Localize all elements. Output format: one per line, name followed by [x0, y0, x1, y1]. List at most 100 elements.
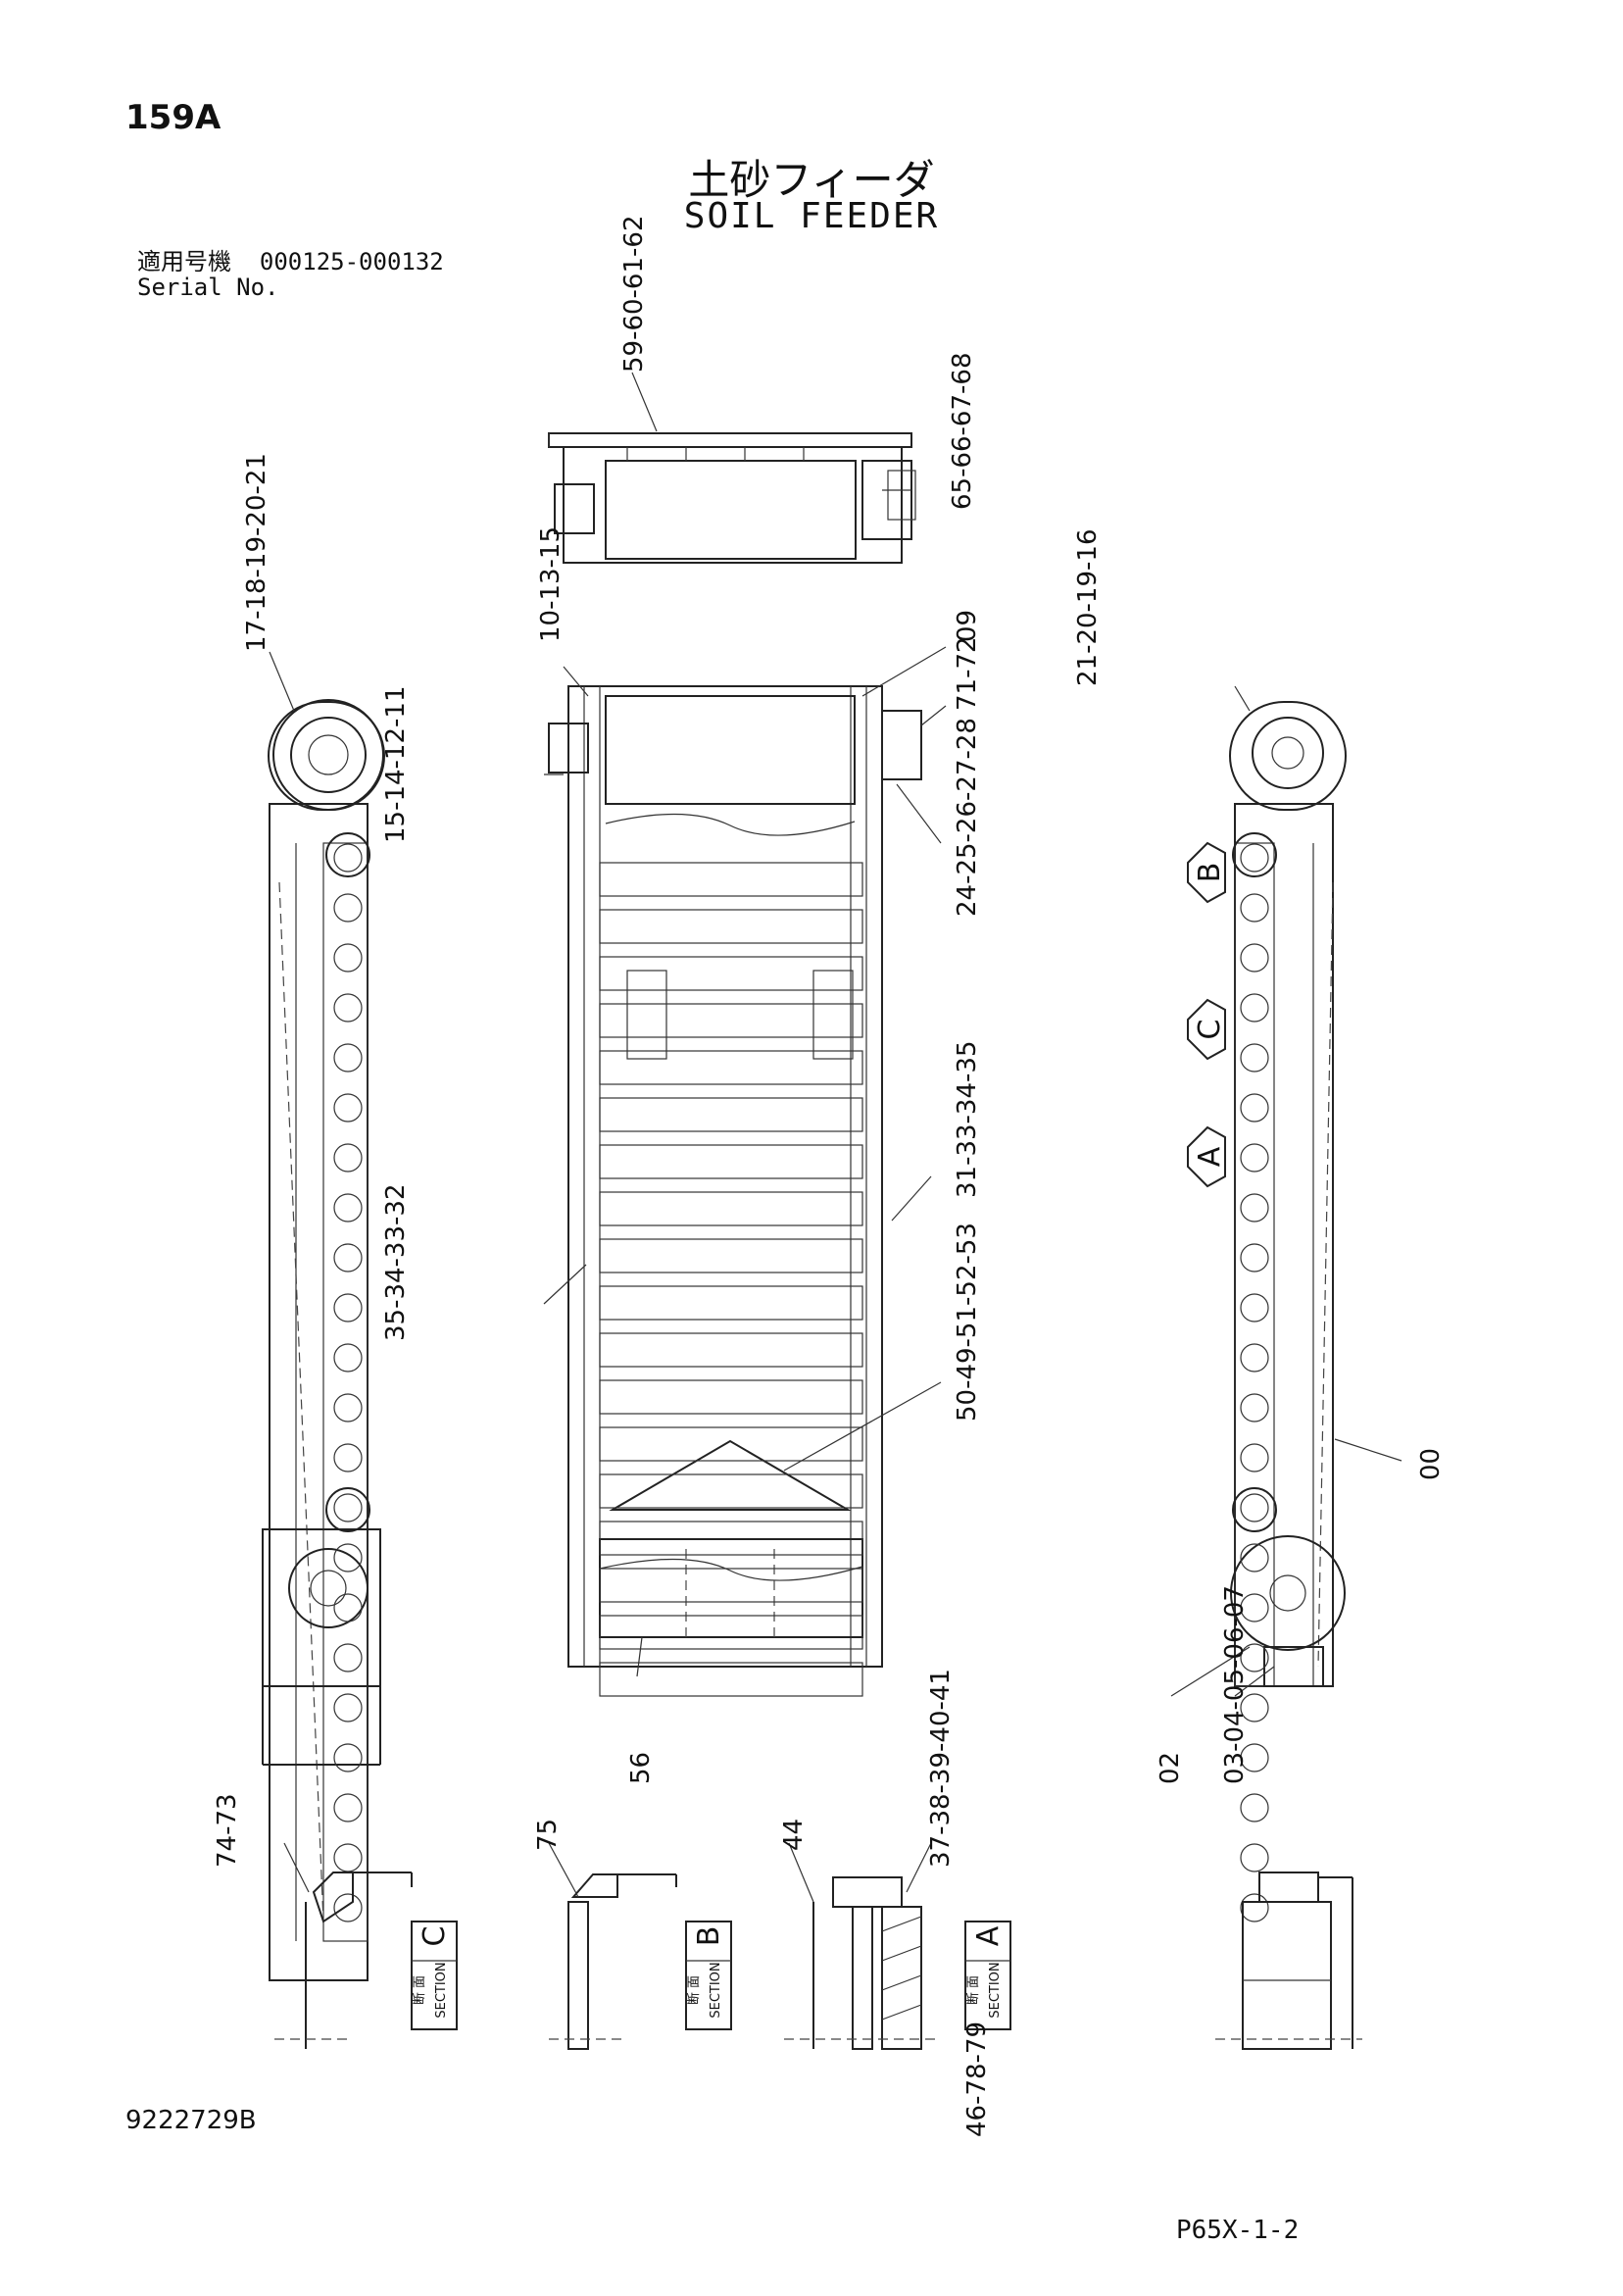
- chain-roller: [333, 843, 363, 873]
- chain-sprocket: [1232, 1487, 1277, 1532]
- chain-roller: [333, 1743, 363, 1772]
- page-code: P65X-1-2: [1176, 2216, 1300, 2245]
- chain-roller: [333, 1443, 363, 1472]
- chain-roller: [1240, 893, 1269, 923]
- serial-range: 000125-000132: [259, 248, 444, 275]
- chain-roller: [1240, 1443, 1269, 1472]
- section-marker-b: [1187, 841, 1226, 904]
- chain-sprocket: [325, 832, 370, 877]
- page-number: 159A: [125, 98, 221, 137]
- chain-roller: [1240, 1843, 1269, 1872]
- callout-left-top: 17-18-19-20-21: [242, 453, 271, 652]
- section-b-jp: 断 面: [687, 1975, 702, 2005]
- chain-roller: [1240, 1643, 1269, 1672]
- section-c-en: SECTION: [434, 1962, 449, 2018]
- callout-right-00: 00: [1416, 1448, 1446, 1480]
- carrier-roller: [599, 1144, 863, 1179]
- callout-center-50: 50-49-51-52-53: [953, 1223, 982, 1422]
- callout-left-mid: 15-14-12-11: [381, 686, 411, 843]
- section-c-letter: C: [418, 1926, 452, 1947]
- carrier-roller: [599, 1332, 863, 1368]
- callout-section-a-top: 37-38-39-40-41: [926, 1669, 956, 1868]
- section-a-en: SECTION: [988, 1962, 1003, 2018]
- chain-roller: [333, 1143, 363, 1173]
- marker-a-letter: A: [1193, 1146, 1227, 1167]
- carrier-roller: [599, 1285, 863, 1321]
- chain-roller: [1240, 1593, 1269, 1622]
- section-c-jp: 断 面: [413, 1975, 427, 2005]
- chain-roller: [1240, 943, 1269, 973]
- callout-top-view-b: 65-66-67-68: [948, 353, 977, 510]
- chain-roller: [1240, 1393, 1269, 1423]
- callout-left-low: 35-34-33-32: [381, 1184, 411, 1341]
- section-a-jp: 断 面: [966, 1975, 981, 2005]
- carrier-roller: [599, 1521, 863, 1556]
- chain-roller: [333, 1243, 363, 1273]
- chain-roller: [1240, 1893, 1269, 1922]
- carrier-roller: [599, 1050, 863, 1085]
- chain-roller: [333, 1893, 363, 1922]
- callout-center-71: 71-72: [953, 636, 982, 711]
- chain-roller: [1240, 1743, 1269, 1772]
- carrier-roller: [599, 1662, 863, 1697]
- section-a-view: [784, 1876, 1011, 2050]
- callout-right-top: 21-20-19-16: [1073, 529, 1103, 686]
- callout-center-top: 10-13-15: [536, 526, 566, 642]
- section-b-en: SECTION: [709, 1962, 723, 2018]
- chain-roller: [1240, 1143, 1269, 1173]
- center-plan-view: [548, 685, 922, 1668]
- chain-roller: [333, 893, 363, 923]
- chain-roller: [333, 1293, 363, 1323]
- chain-roller: [333, 943, 363, 973]
- chain-roller: [333, 1643, 363, 1672]
- chain-roller: [333, 1693, 363, 1722]
- chain-roller: [1240, 1543, 1269, 1572]
- carrier-roller: [599, 909, 863, 944]
- callout-right-02: 02: [1156, 1752, 1185, 1784]
- carrier-roller: [599, 1191, 863, 1226]
- carrier-roller: [599, 862, 863, 897]
- chain-roller: [1240, 1293, 1269, 1323]
- carrier-roller: [599, 1379, 863, 1415]
- chain-roller: [1240, 1793, 1269, 1822]
- carrier-roller: [599, 1473, 863, 1509]
- marker-b-letter: B: [1193, 863, 1227, 883]
- callout-top-view-a: 59-60-61-62: [619, 216, 649, 373]
- leader-lines: [269, 372, 1402, 1903]
- chain-roller: [1240, 1093, 1269, 1123]
- chain-roller: [333, 1093, 363, 1123]
- chain-roller: [333, 1793, 363, 1822]
- callout-section-b: 75: [533, 1819, 563, 1851]
- chain-roller: [1240, 993, 1269, 1023]
- section-end-view: [1215, 1872, 1362, 2050]
- left-side-view: [262, 699, 385, 1981]
- section-b-view: [549, 1873, 732, 2050]
- section-c-view: [274, 1872, 458, 2049]
- chain-roller: [333, 1343, 363, 1373]
- chain-roller: [1240, 1693, 1269, 1722]
- chain-roller: [333, 1493, 363, 1522]
- top-view: [548, 432, 916, 564]
- chain-roller: [333, 993, 363, 1023]
- carrier-roller: [599, 1003, 863, 1038]
- chain-roller: [1240, 1243, 1269, 1273]
- chain-roller: [1240, 1043, 1269, 1073]
- chain-roller: [1240, 1493, 1269, 1522]
- chain-roller: [333, 1593, 363, 1622]
- chain-roller: [333, 1393, 363, 1423]
- chain-roller: [1240, 843, 1269, 873]
- right-chain-rollers: [1232, 832, 1277, 1922]
- section-marker-c: [1187, 998, 1226, 1061]
- chain-roller: [333, 1043, 363, 1073]
- serial-label-en: Serial No.: [137, 274, 279, 301]
- chain-roller: [1240, 1343, 1269, 1373]
- carrier-roller: [599, 1097, 863, 1132]
- serial-label-jp: 適用号機: [137, 248, 231, 275]
- callout-center-24: 24-25-26-27-28: [953, 718, 982, 917]
- center-rollers: [599, 862, 863, 1697]
- callout-center-56: 56: [626, 1752, 656, 1784]
- carrier-roller: [599, 1426, 863, 1462]
- callout-right-03: 03-04-05-06-07: [1220, 1585, 1250, 1784]
- document-number: 9222729B: [125, 2106, 257, 2135]
